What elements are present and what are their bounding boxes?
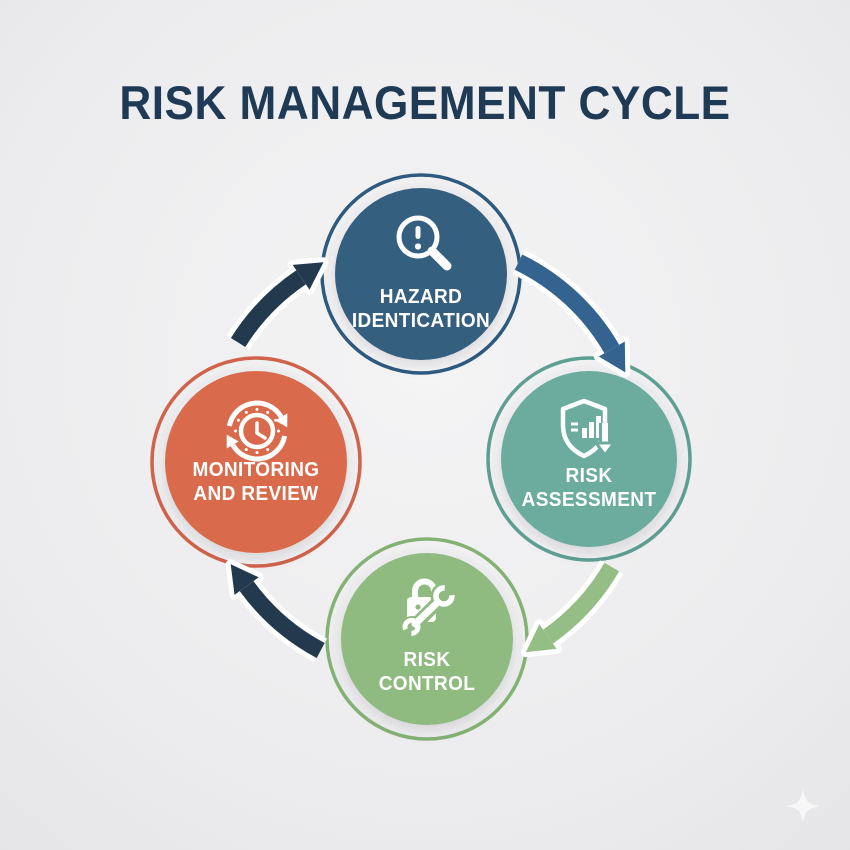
node-label-risk-assessment: RISK ASSESSMENT <box>480 464 699 512</box>
shield-graph-icon <box>560 398 617 459</box>
node-disc-assessment <box>501 371 677 547</box>
node-disc-control <box>341 553 513 725</box>
node-label-line: MONITORING <box>192 459 320 481</box>
node-hazard-identification <box>320 173 522 375</box>
arrow-control-to-monitoring <box>225 559 328 663</box>
node-label-line: IDENTICATION <box>351 310 491 332</box>
node-ring-assessment <box>486 356 692 562</box>
node-label-line: AND REVIEW <box>193 483 319 505</box>
node-risk-assessment <box>486 356 692 562</box>
magnifier-alert-icon <box>396 215 452 271</box>
page-title: RISK MANAGEMENT CYCLE <box>119 76 731 129</box>
node-label-monitoring-and-review: MONITORING AND REVIEW <box>147 458 366 506</box>
sparkle-icon <box>786 789 820 823</box>
node-risk-control <box>325 537 529 741</box>
node-label-risk-control: RISK CONTROL <box>318 648 537 696</box>
arrow-monitoring-to-hazard <box>226 257 329 350</box>
node-label-hazard-identification: HAZARD IDENTICATION <box>312 285 531 333</box>
arrow-hazard-to-assessment <box>512 249 631 378</box>
node-label-line: CONTROL <box>378 673 476 695</box>
node-label-line: RISK <box>565 465 613 487</box>
clock-refresh-icon <box>226 400 288 462</box>
node-disc-hazard <box>335 188 507 360</box>
node-label-line: HAZARD <box>379 286 463 308</box>
node-label-line: RISK <box>403 649 451 671</box>
lock-wrench-icon <box>401 578 458 638</box>
node-ring-monitoring <box>150 356 362 568</box>
arrow-assessment-to-control <box>520 560 624 658</box>
node-label-line: ASSESSMENT <box>521 489 657 511</box>
node-monitoring-and-review <box>150 356 362 568</box>
node-disc-monitoring <box>165 371 347 553</box>
